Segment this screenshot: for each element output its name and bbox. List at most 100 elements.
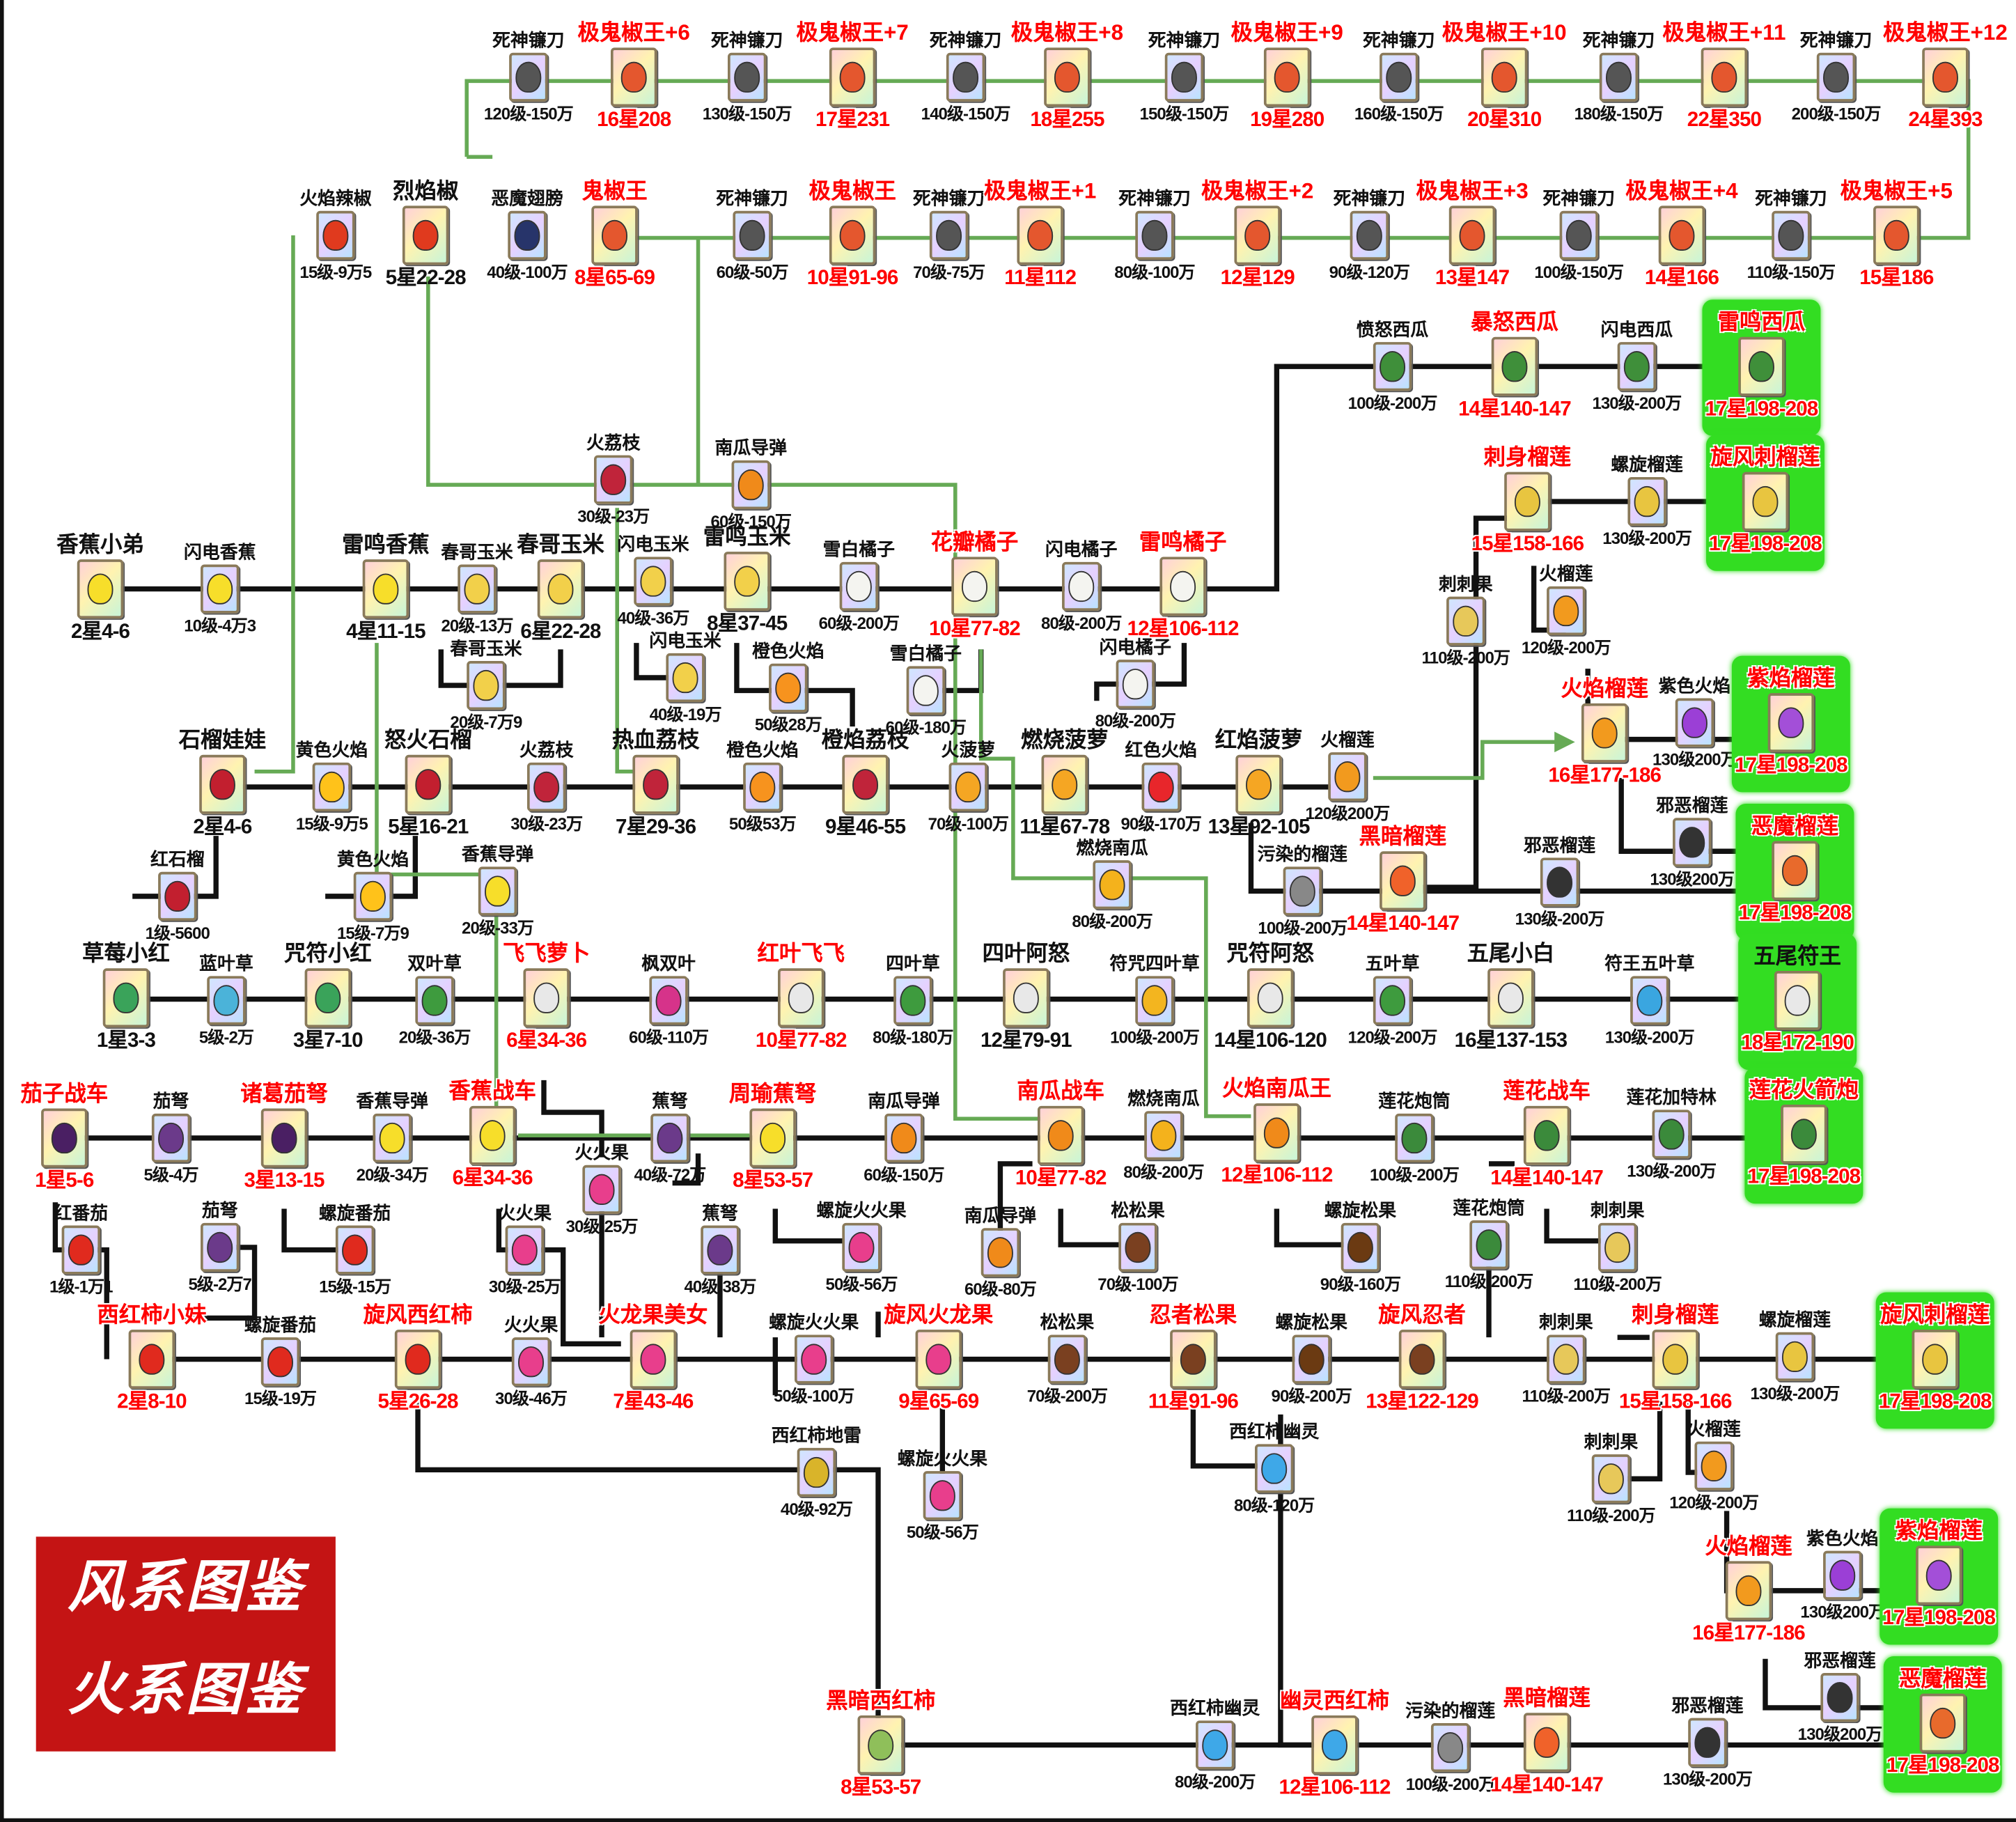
blue-clover-icon: [1636, 985, 1663, 1016]
plant-stats: 5级-4万: [143, 1165, 198, 1185]
plant-card: [829, 47, 876, 107]
plant-card: [743, 762, 782, 812]
spiky-fruit-icon: [1553, 1344, 1579, 1375]
plant-card: [77, 559, 124, 619]
plant-stats: 20级-34万: [356, 1165, 429, 1185]
plant-stats: 15星186: [1859, 267, 1934, 290]
lotus-icon: [1533, 1120, 1560, 1151]
plant-card: [842, 1222, 881, 1272]
plant-name: 雷鸣橘子: [1139, 529, 1227, 554]
banana-icon: [87, 573, 114, 605]
plant-card: [511, 1337, 551, 1387]
connector-line: [1190, 1401, 1274, 1469]
plant-name: 螺旋番茄: [244, 1314, 317, 1335]
plant-card: [1912, 1330, 1958, 1389]
plant-name: 死神镰刀: [1363, 29, 1435, 51]
plant-name: 闪电玉米: [617, 534, 689, 554]
plant-stats: 18星255: [1030, 109, 1104, 132]
plant-stats: 12星129: [1220, 267, 1295, 290]
plant-card: [1725, 1561, 1772, 1621]
plant-stats: 14星106-120: [1214, 1029, 1327, 1052]
plant-stats: 80级-120万: [1233, 1495, 1315, 1515]
plant-card: [362, 559, 409, 619]
plant-name: 红番茄: [54, 1202, 109, 1223]
plant-card: [632, 754, 679, 814]
plant-name: 黑暗榴莲: [1503, 1685, 1591, 1711]
plant-name: 闪电橘子: [1099, 636, 1171, 657]
tomato-icon: [342, 1234, 368, 1266]
plant-card: [1373, 342, 1412, 391]
plant-name: 螺旋榴莲: [1758, 1309, 1831, 1330]
plant-name: 火荔枝: [586, 432, 641, 453]
plant-stats: 30级-25万: [488, 1277, 561, 1297]
plant-stats: 40级-100万: [487, 262, 568, 282]
scythe-icon: [936, 219, 962, 251]
plant-name: 极鬼椒王: [808, 178, 896, 203]
plant-stats: 10星77-82: [1015, 1167, 1107, 1190]
evil-durian-icon: [1679, 827, 1705, 858]
plant-stats: 1星5-6: [35, 1170, 94, 1192]
pinecone-icon: [1054, 1344, 1080, 1375]
plant-name: 旋风刺榴莲: [1880, 1302, 1990, 1327]
spiky-fruit-icon: [1604, 1231, 1631, 1263]
plant-card: [201, 1222, 240, 1272]
plant-card: [1247, 968, 1294, 1028]
plant-name: 枫双叶: [641, 953, 696, 974]
maple-leaf-icon: [655, 985, 682, 1016]
corn-icon: [464, 573, 490, 605]
plant-stats: 2星4-6: [70, 621, 130, 644]
plant-stats: 120级-200万: [1347, 1027, 1438, 1047]
plant-card: [728, 52, 767, 102]
dark-tomato-icon: [868, 1729, 894, 1761]
lotus-icon: [1790, 1119, 1817, 1150]
plant-card: [207, 976, 246, 1025]
plant-card: [1781, 1104, 1827, 1164]
plant-name: 春哥玉米: [517, 532, 604, 557]
plant-stats: 17星198-208: [1738, 903, 1852, 925]
pumpkin-icon: [1047, 1120, 1074, 1151]
plant-name: 旋风西红柿: [363, 1302, 473, 1327]
plant-name: 双叶草: [407, 953, 462, 974]
plant-card: [201, 564, 240, 614]
plant-name: 飞飞萝卜: [502, 941, 591, 966]
connector-line: [1618, 778, 1795, 854]
pomegranate-icon: [164, 880, 191, 912]
plant-stats: 60级-180万: [885, 717, 967, 737]
plant-stats: 7星29-36: [616, 816, 696, 839]
connector-line: [997, 1161, 1033, 1253]
pumpkin-icon: [987, 1237, 1013, 1268]
ghost-pepper-king-icon: [1054, 61, 1080, 93]
plant-stats: 60级-110万: [629, 1027, 709, 1047]
plant-card: [405, 754, 452, 814]
plant-name: 红石榴: [150, 848, 205, 870]
plant-name: 红焰菠萝: [1214, 728, 1303, 753]
plant-stats: 40级-92万: [780, 1499, 853, 1519]
plant-stats: 100级-200万: [1347, 393, 1438, 413]
connector-line: [415, 1401, 881, 1745]
ghost-icon: [1261, 1453, 1288, 1484]
plant-stats: 130级200万: [1652, 749, 1737, 770]
scythe-icon: [1606, 61, 1632, 93]
lotus-icon: [1476, 1229, 1502, 1261]
plant-card: [102, 968, 150, 1028]
plant-card: [312, 762, 352, 812]
pomegranate-icon: [415, 769, 442, 800]
plant-name: 极鬼椒王+10: [1441, 20, 1567, 45]
fire-durian-icon: [1735, 1575, 1762, 1607]
orange-icon: [1170, 570, 1196, 602]
plant-stats: 100级-200万: [1405, 1774, 1496, 1794]
plant-stats: 130级200万: [1650, 869, 1735, 889]
plant-card: [1047, 1334, 1087, 1384]
plant-name: 紫色火焰: [1806, 1527, 1879, 1548]
plant-card: [1617, 342, 1657, 391]
clover-icon: [1380, 985, 1406, 1016]
plant-stats: 80级-200万: [1175, 1772, 1256, 1791]
plant-stats: 70级-100万: [928, 813, 1009, 834]
plant-card: [1380, 851, 1426, 911]
ghost-pepper-king-icon: [1932, 61, 1958, 93]
plant-stats: 17星198-208: [1747, 1166, 1861, 1188]
plant-stats: 130级-150万: [702, 104, 792, 124]
plant-name: 极鬼椒王+7: [796, 20, 909, 45]
plant-name: 螺旋松果: [1324, 1199, 1397, 1221]
